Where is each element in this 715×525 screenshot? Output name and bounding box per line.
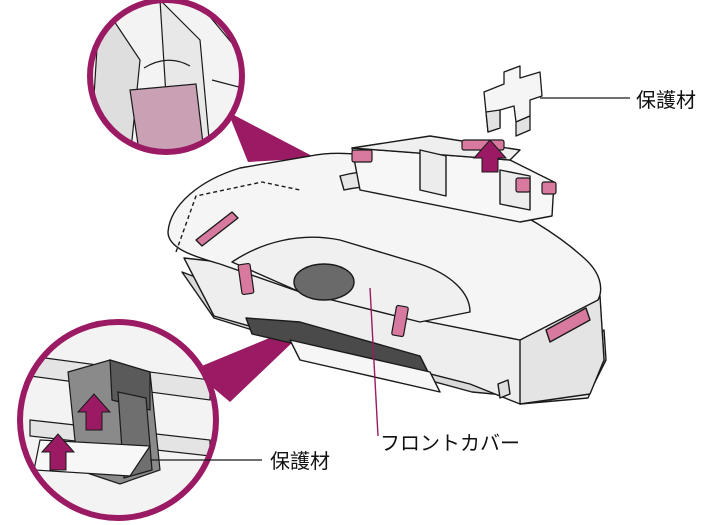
arrow-up-icon: [40, 433, 76, 471]
inset-circle-top: [87, 0, 245, 155]
left-vents: [195, 211, 239, 247]
paper-guide-left: [419, 149, 447, 197]
inset-circle-bottom: [17, 319, 219, 521]
arrow-up-icon: [472, 139, 508, 173]
tape-feeder-right: [515, 177, 531, 193]
label-front-cover: フロントカバー: [380, 431, 520, 455]
tape-front-right: [391, 304, 409, 338]
tape-front-left: [237, 262, 255, 296]
arrow-up-icon: [76, 393, 112, 431]
right-handle: [545, 307, 591, 343]
front-cover-grip: [293, 263, 355, 301]
label-protective-material-top: 保護材: [636, 88, 696, 112]
output-tray: [289, 339, 441, 393]
protective-tapes: [237, 139, 557, 338]
cover-dashed-outline: [175, 181, 301, 253]
printer: [167, 135, 607, 405]
tape-feeder-left: [351, 149, 373, 163]
tape-feeder-right-2: [541, 181, 557, 195]
protective-material-top-part: [483, 65, 543, 137]
label-protective-material-bottom: 保護材: [270, 449, 330, 473]
right-side-feature: [497, 379, 511, 399]
callout-wedge-top: [228, 112, 316, 162]
leader-line-front-cover: [369, 287, 379, 437]
